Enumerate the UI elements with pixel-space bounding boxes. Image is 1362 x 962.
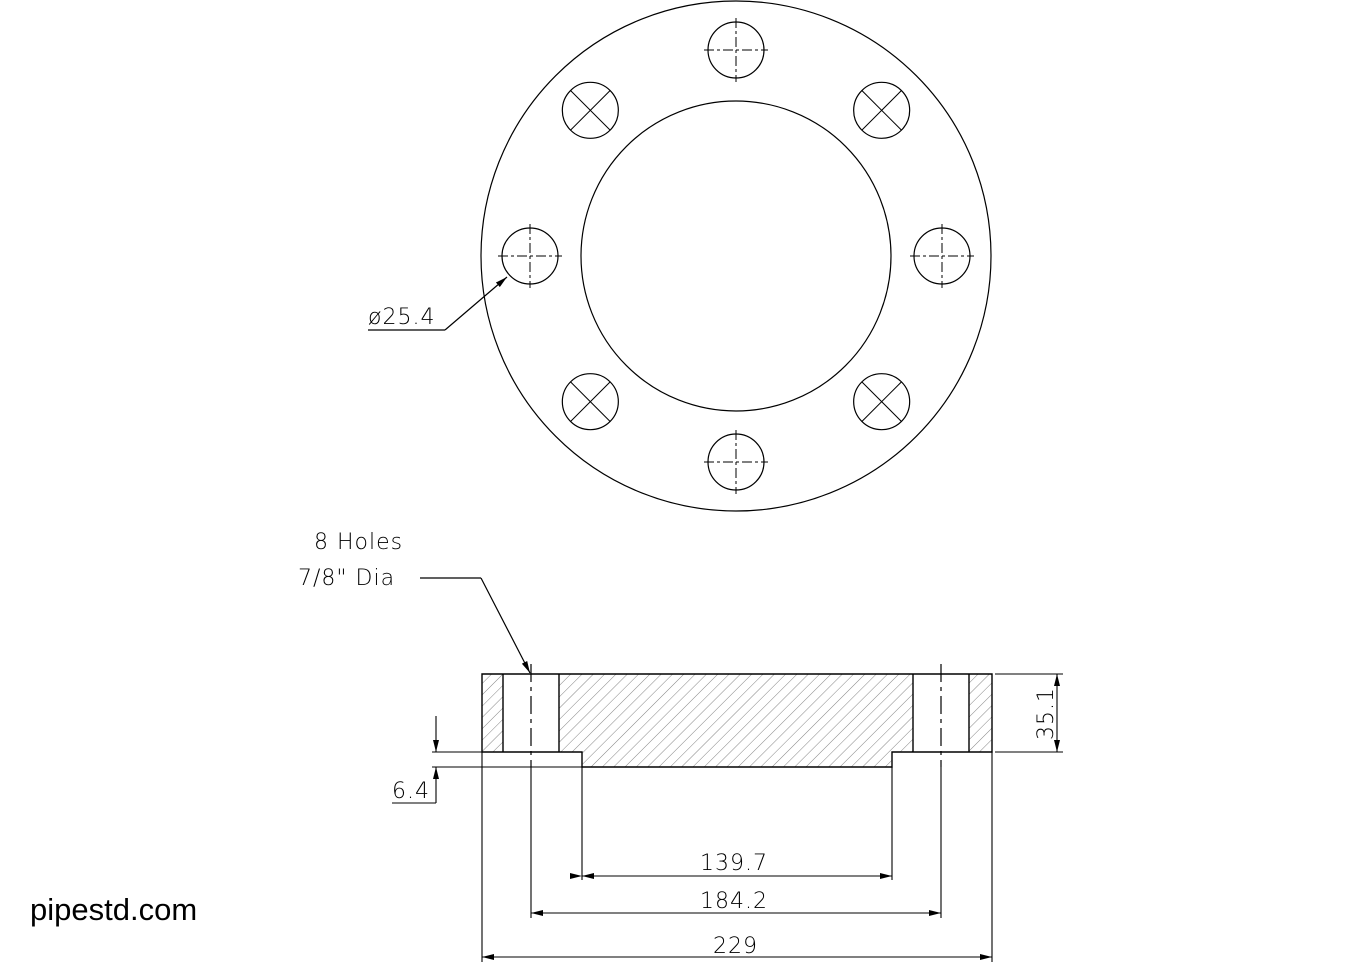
outer-diameter-label: 229	[713, 934, 758, 959]
raised-face-diameter-label: 139.7	[700, 851, 768, 876]
bolt-hole	[853, 81, 911, 139]
outer-circle	[480, 0, 992, 512]
hole-centerline	[570, 90, 611, 131]
hole-centerline	[861, 381, 902, 422]
bolt-circle-label: 184.2	[700, 889, 768, 914]
dimensions	[392, 673, 1063, 962]
holes-note-leader	[420, 577, 531, 674]
hole-diameter-callout	[368, 276, 508, 331]
bolt-hole	[561, 373, 619, 431]
holes-note-count: 8 Holes	[314, 530, 403, 555]
top-view	[480, 0, 992, 512]
bolt-holes	[498, 18, 974, 494]
hole-centerline	[570, 381, 611, 422]
hole-diameter-label: ø25.4	[368, 305, 435, 330]
bore-circle	[580, 100, 892, 412]
bolt-hole	[853, 373, 911, 431]
raised-face-height-label: 6.4	[392, 779, 430, 804]
section-view	[481, 664, 993, 768]
hole-centerline	[861, 90, 902, 131]
thickness-label: 35.1	[1034, 687, 1059, 740]
watermark: pipestd.com	[30, 892, 198, 927]
bolt-hole	[561, 81, 619, 139]
holes-note-dia: 7/8" Dia	[298, 566, 395, 591]
